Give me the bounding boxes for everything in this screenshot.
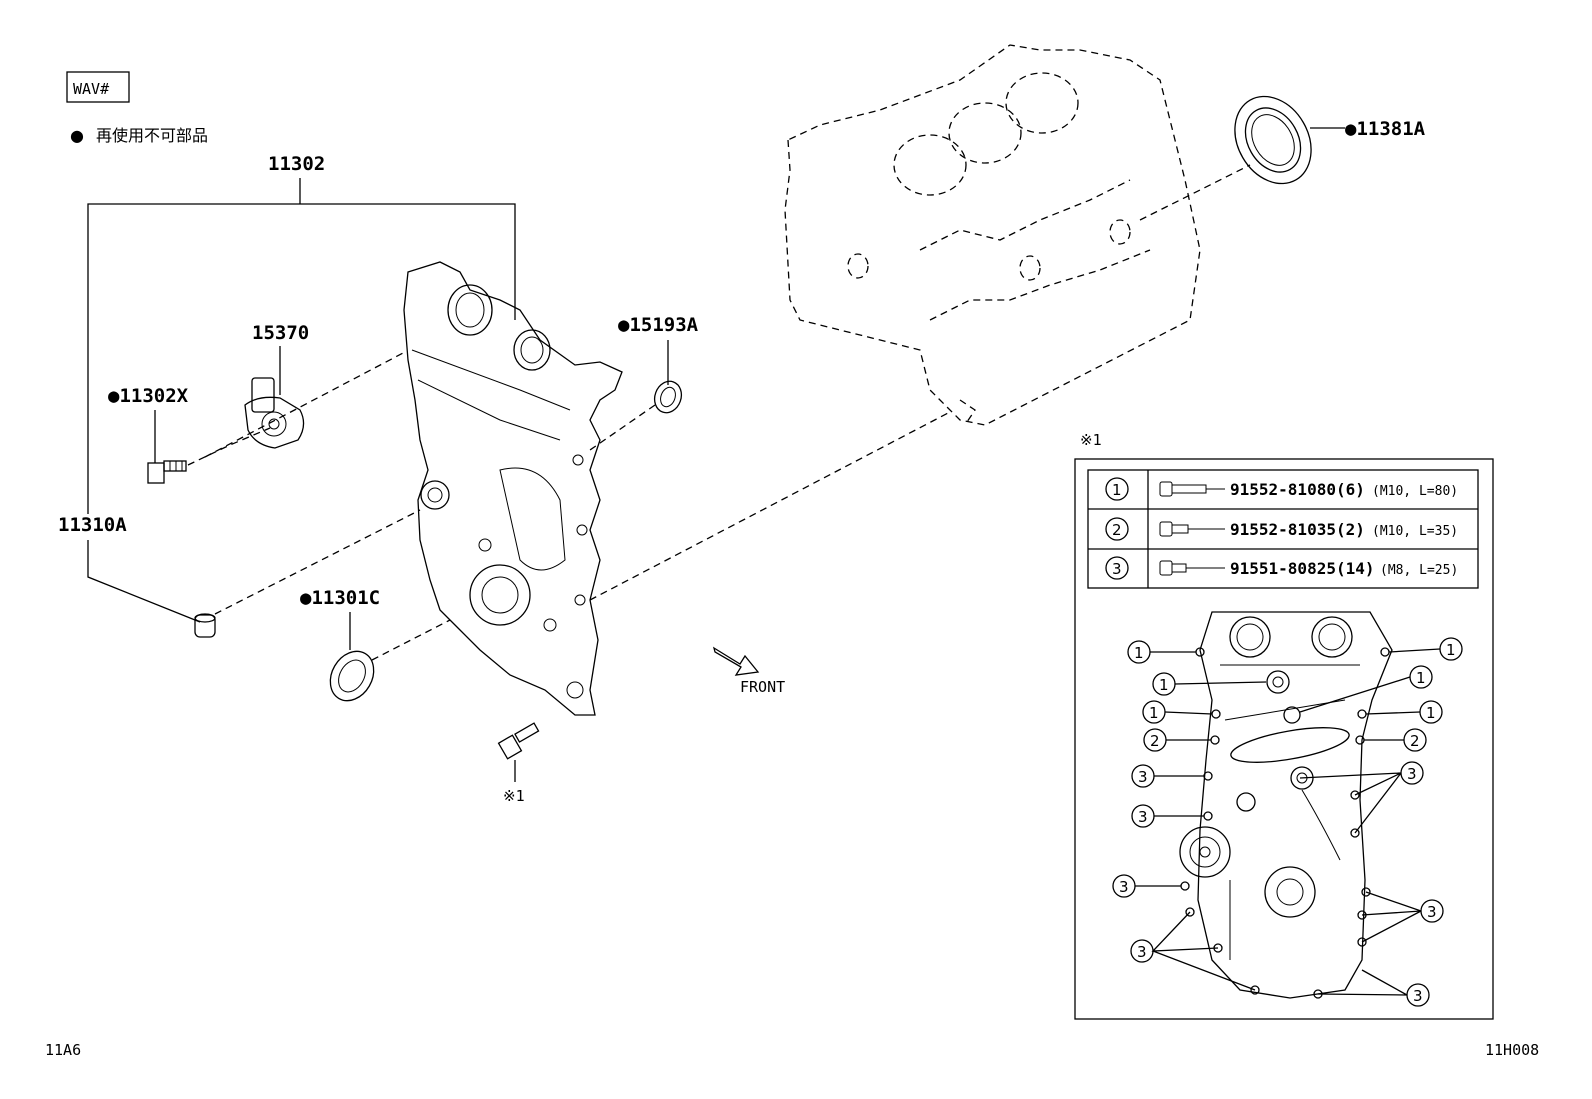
callout-key: 1 bbox=[1149, 704, 1159, 722]
callout-key: 3 bbox=[1413, 987, 1423, 1005]
label-11301c: ●11301C bbox=[300, 587, 380, 609]
label-11302x: ●11302X bbox=[108, 385, 189, 407]
wav-badge-text: WAV# bbox=[73, 80, 109, 98]
label-11310a: 11310A bbox=[58, 514, 127, 536]
oil-seal-11301c bbox=[329, 650, 375, 702]
callout-key: 3 bbox=[1138, 808, 1148, 826]
cylinder-block bbox=[784, 44, 1201, 426]
label-11302: 11302 bbox=[268, 153, 325, 175]
callouts-key-2: 2 2 bbox=[1143, 728, 1427, 752]
row-key: 2 bbox=[1112, 521, 1122, 539]
timing-chain-cover bbox=[403, 261, 623, 716]
legend-bullet: ● bbox=[70, 126, 84, 145]
bolt-11302x bbox=[147, 460, 187, 484]
label-11381a: ●11381A bbox=[1345, 118, 1426, 140]
cover-outline-detail bbox=[1179, 611, 1393, 999]
row-part-number: 91551-80825(14) bbox=[1230, 559, 1375, 578]
bolt-ref1 bbox=[497, 722, 540, 760]
label-ref1: ※1 bbox=[503, 787, 525, 805]
row-part-number: 91552-81035(2) bbox=[1230, 520, 1365, 539]
callout-key: 1 bbox=[1416, 669, 1426, 687]
callout-key: 3 bbox=[1407, 765, 1417, 783]
sensor-15370 bbox=[244, 377, 305, 449]
callout-key: 1 bbox=[1134, 644, 1144, 662]
callout-key: 1 bbox=[1446, 641, 1456, 659]
callout-key: 3 bbox=[1137, 943, 1147, 961]
row-spec: (M10, L=35) bbox=[1372, 524, 1458, 539]
front-arrow: FRONT bbox=[712, 646, 785, 696]
label-15370: 15370 bbox=[252, 322, 309, 344]
callouts-key-3: 3 3 3 3 3 3 3 bbox=[1112, 761, 1444, 1007]
table-row: 2 91552-81035(2) (M10, L=35) bbox=[1105, 517, 1458, 541]
label-15193a: ●15193A bbox=[618, 314, 699, 336]
callout-key: 3 bbox=[1119, 878, 1129, 896]
callouts-key-1: 1 1 1 1 1 1 bbox=[1127, 637, 1463, 724]
callout-key: 1 bbox=[1159, 676, 1169, 694]
bolt-icon bbox=[1159, 560, 1225, 576]
callout-key: 1 bbox=[1426, 704, 1436, 722]
row-key: 3 bbox=[1112, 560, 1122, 578]
bolt-icon bbox=[1159, 481, 1225, 497]
callout-key: 3 bbox=[1427, 903, 1437, 921]
row-spec: (M8, L=25) bbox=[1380, 563, 1458, 578]
callout-key: 2 bbox=[1410, 732, 1420, 750]
reference-box bbox=[1074, 458, 1494, 1020]
legend-text: 再使用不可部品 bbox=[96, 126, 208, 145]
row-key: 1 bbox=[1112, 481, 1122, 499]
table-title: ※1 bbox=[1080, 431, 1102, 449]
callout-key: 3 bbox=[1138, 768, 1148, 786]
assembly-bracket-11302: 11302 bbox=[87, 153, 516, 514]
legend: ● 再使用不可部品 bbox=[70, 126, 208, 145]
plug-11310a bbox=[194, 613, 216, 638]
rear-oil-seal-11381a bbox=[1234, 95, 1312, 185]
footer-right-code: 11H008 bbox=[1485, 1041, 1539, 1059]
wav-badge: WAV# bbox=[66, 71, 130, 103]
row-part-number: 91552-81080(6) bbox=[1230, 480, 1365, 499]
front-label: FRONT bbox=[740, 678, 785, 696]
callout-key: 2 bbox=[1150, 732, 1160, 750]
footer-left-code: 11A6 bbox=[45, 1041, 81, 1059]
oring-15193a bbox=[653, 380, 683, 414]
bolt-icon bbox=[1159, 521, 1225, 537]
row-spec: (M10, L=80) bbox=[1372, 484, 1458, 499]
table-row: 1 91552-81080(6) (M10, L=80) bbox=[1105, 477, 1458, 501]
table-row: 3 91551-80825(14) (M8, L=25) bbox=[1105, 556, 1458, 580]
bolt-spec-table: 1 91552-81080(6) (M10, L=80) 2 91552-810… bbox=[1087, 469, 1479, 589]
